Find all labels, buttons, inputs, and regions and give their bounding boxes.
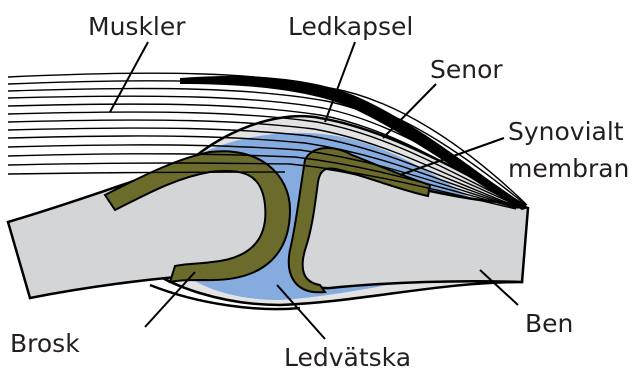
label-cartilage: Brosk [10, 329, 80, 358]
label-tendons: Senor [430, 55, 503, 84]
label-bone: Ben [525, 309, 573, 338]
label-muscles: Muskler [88, 12, 186, 41]
label-synovial-fluid: Ledvätska [284, 343, 411, 372]
label-synovial-line2: membran [508, 154, 629, 183]
label-joint-capsule: Ledkapsel [288, 12, 413, 41]
leader-muscles [110, 42, 148, 112]
leader-joint-capsule [325, 42, 355, 122]
label-synovial-line1: Synovialt [508, 117, 624, 146]
